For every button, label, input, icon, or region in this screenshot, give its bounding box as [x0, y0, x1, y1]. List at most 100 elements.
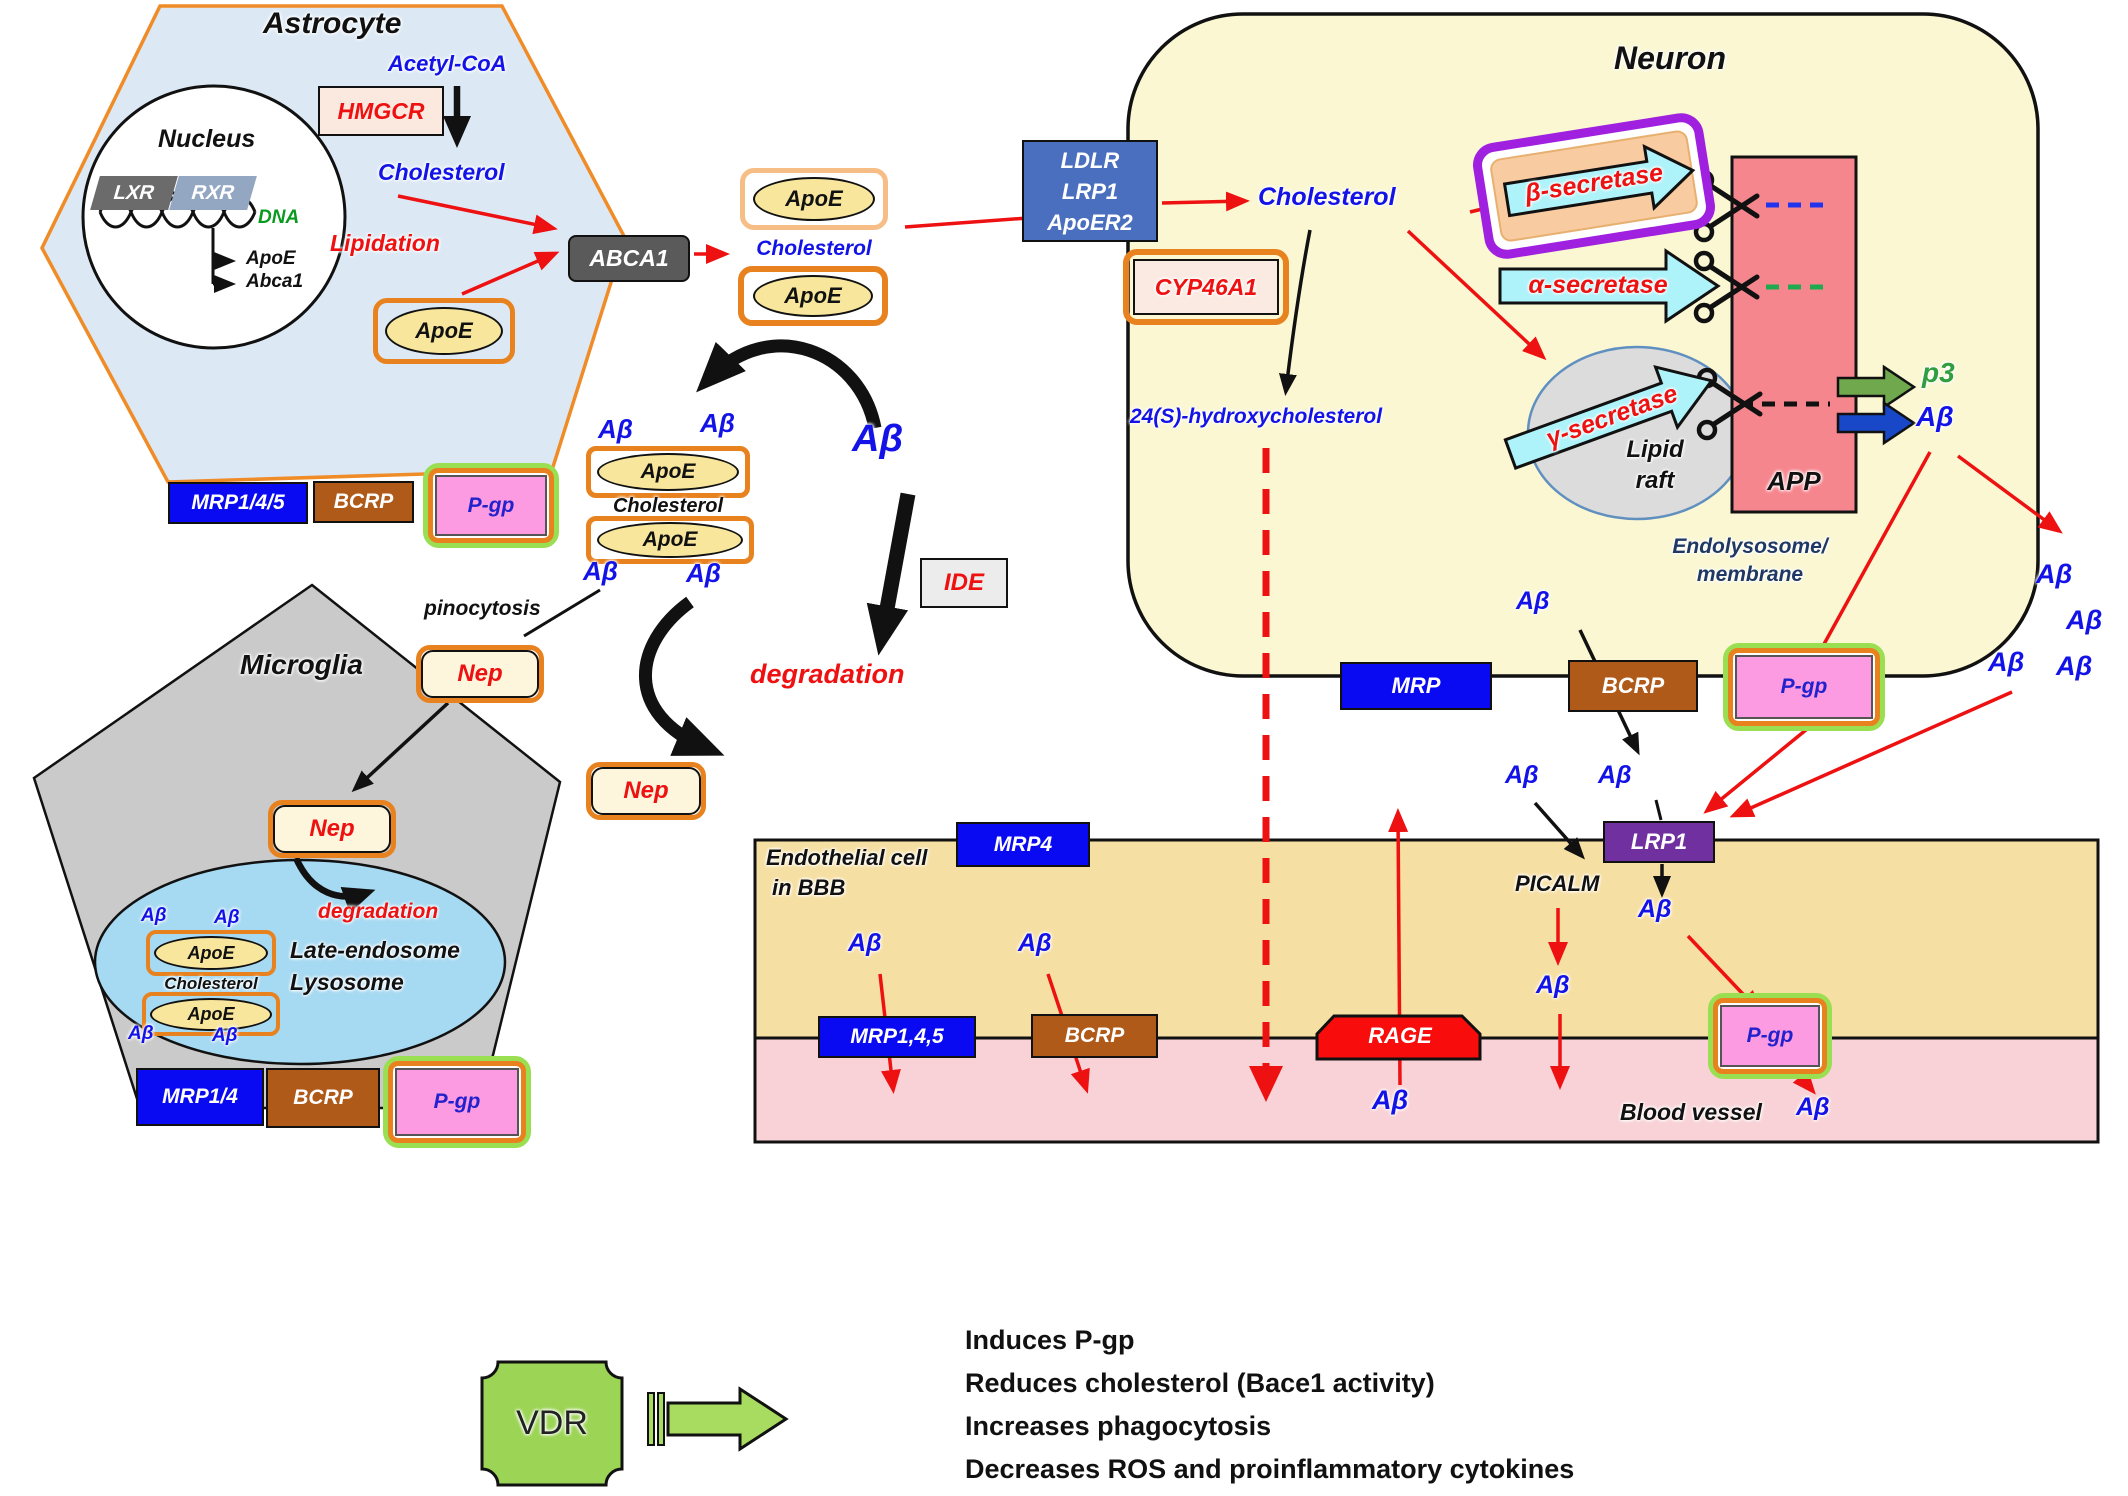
pgp-orange-border: P-gp: [428, 468, 554, 543]
endothelial-label: Endothelial cell: [766, 845, 928, 870]
pgp-core: P-gp: [395, 1068, 519, 1136]
apoe-label: ApoE: [415, 318, 473, 343]
abeta-label: Aβ: [583, 556, 618, 586]
picalm-label: PICALM: [1515, 871, 1600, 896]
astro-bcrp-label: BCRP: [333, 490, 394, 513]
arrow-nep-degradation: [293, 856, 376, 914]
apoe-label: ApoE: [640, 460, 696, 483]
arrow-abeta-to-picalm: [1533, 801, 1585, 860]
endosome-apoe-particle: ApoE: [146, 930, 276, 976]
endolysosome-label: Endolysosome/: [1672, 535, 1828, 558]
neuron-bcrp-box: BCRP: [1568, 660, 1698, 712]
arrow-abeta-to-cluster: [1956, 454, 2063, 534]
lysosome-label: Lysosome: [290, 969, 404, 995]
lipid-raft-label: raft: [1635, 467, 1675, 494]
apoe-ellipse: ApoE: [385, 307, 503, 355]
app-label: APP: [1767, 466, 1821, 496]
cycle-arrow-complex-to-degradation: [639, 596, 725, 756]
arrow-apoe-to-abca1: [461, 251, 560, 296]
abeta-label: Aβ: [214, 907, 240, 928]
apoe-ellipse: ApoE: [753, 177, 875, 221]
nucleus-body: [81, 84, 347, 350]
line-abeta-to-pgp: [1816, 451, 1932, 656]
apoe-ellipse: ApoE: [753, 275, 873, 317]
neuron-pgp-unit: P-gp: [1723, 643, 1885, 731]
endosome-cholesterol-label: Cholesterol: [164, 974, 258, 993]
lipoprotein-apoe-particle: ApoE: [738, 266, 888, 326]
endothelial-label: in BBB: [772, 875, 846, 900]
alpha-secretase-label: α-secretase: [1528, 271, 1668, 299]
neuron-bcrp-label: BCRP: [1601, 673, 1665, 698]
abeta-product-arrow: [1836, 400, 1917, 446]
microglia-degradation-label: degradation: [318, 900, 439, 923]
lrp1-label: LRP1: [1630, 829, 1688, 854]
mrp145-label: MRP1,4,5: [850, 1025, 944, 1048]
vdr-effect-arrow: [666, 1386, 789, 1452]
membrane-label: membrane: [1696, 563, 1804, 586]
dna-helix-strand: [98, 195, 257, 229]
arrow-cholesterol-to-lipid-raft: [1406, 229, 1547, 361]
astrocyte-title: Astrocyte: [263, 7, 402, 40]
abeta-label: Aβ: [1536, 971, 1570, 999]
arrow-receptors-to-cholesterol: [1161, 191, 1250, 212]
pgp-core: P-gp: [435, 475, 547, 536]
lrp1-box: LRP1: [1603, 821, 1715, 863]
vdr-shape: [480, 1360, 624, 1487]
vdr-label: VDR: [516, 1404, 588, 1442]
pgp-label: P-gp: [467, 493, 515, 517]
mrp145-box: MRP1,4,5: [818, 1016, 976, 1058]
complex-cholesterol-label: Cholesterol: [612, 495, 724, 517]
abeta-label: Aβ: [1372, 1085, 1409, 1115]
neuron-mrp-box: MRP: [1340, 662, 1492, 710]
rage-label: RAGE: [1368, 1023, 1432, 1048]
lxr-element: LXR: [90, 176, 178, 210]
lipoprotein-cholesterol-label: Cholesterol: [756, 237, 872, 260]
pgp-orange-border: P-gp: [388, 1061, 526, 1143]
abeta-label: Aβ: [1018, 929, 1052, 957]
pinocytosis-label: pinocytosis: [424, 597, 541, 620]
neuron-mrp-label: MRP: [1391, 673, 1441, 698]
gamma-secretase-shape: [1503, 364, 1715, 470]
nep-particle: Nep: [268, 800, 396, 858]
pgp-core: P-gp: [1720, 1005, 1820, 1067]
abeta-label: Aβ: [141, 905, 167, 926]
arrow-abeta-ide-degradation: [866, 492, 916, 656]
abeta-label: Aβ: [1598, 761, 1632, 789]
abca1-box: ABCA1: [568, 235, 690, 282]
red-arrows: [397, 190, 2063, 1095]
vdr-arrow-tail-bar: [657, 1392, 665, 1446]
abeta-label: Aβ: [848, 929, 882, 957]
arrow-cholesterol-to-24s: [1278, 229, 1312, 396]
astro-mrp-box: MRP1/4/5: [168, 482, 308, 524]
apoe-label: ApoE: [187, 942, 235, 963]
dashed-arrowhead: [1249, 1066, 1283, 1102]
lxr-label: LXR: [110, 181, 158, 204]
microglia-title: Microglia: [240, 649, 363, 680]
line-abeta-to-lrp1: [1654, 799, 1663, 821]
vdr-effect-1: Induces P-gp: [965, 1325, 1135, 1355]
late-endosome-label: Late-endosome: [290, 937, 460, 963]
nucleus-title: Nucleus: [158, 125, 256, 153]
abeta-label: Aβ: [128, 1023, 154, 1044]
pgp-label: P-gp: [1746, 1024, 1794, 1047]
astro-apoe-particle: ApoE: [373, 298, 515, 364]
apoe-label: ApoE: [784, 283, 842, 308]
blood-vessel-label: Blood vessel: [1620, 1099, 1762, 1125]
vdr-arrow-tail-bar: [647, 1392, 655, 1446]
abeta-label: Aβ: [686, 558, 721, 588]
abeta-cluster-label: Aβ: [2036, 559, 2073, 589]
lipoprotein-apoe-particle: ApoE: [740, 168, 888, 230]
ldlr-label: LDLR: [1060, 147, 1120, 173]
abeta-cluster-label: Aβ: [2056, 651, 2093, 681]
abca1-label: ABCA1: [589, 245, 669, 271]
gene-apoe-label: ApoE: [246, 248, 296, 269]
microglia-mrp-label: MRP1/4: [162, 1085, 238, 1108]
apoe-label: ApoE: [187, 1003, 235, 1024]
cyp46a1-box: CYP46A1: [1133, 259, 1279, 315]
abeta-label: Aβ: [1796, 1093, 1830, 1121]
ide-box: IDE: [920, 558, 1008, 608]
arrow-nep-to-endosome: [351, 701, 450, 793]
abeta-label: Aβ: [700, 408, 735, 438]
free-abeta-label: Aβ: [852, 418, 904, 460]
